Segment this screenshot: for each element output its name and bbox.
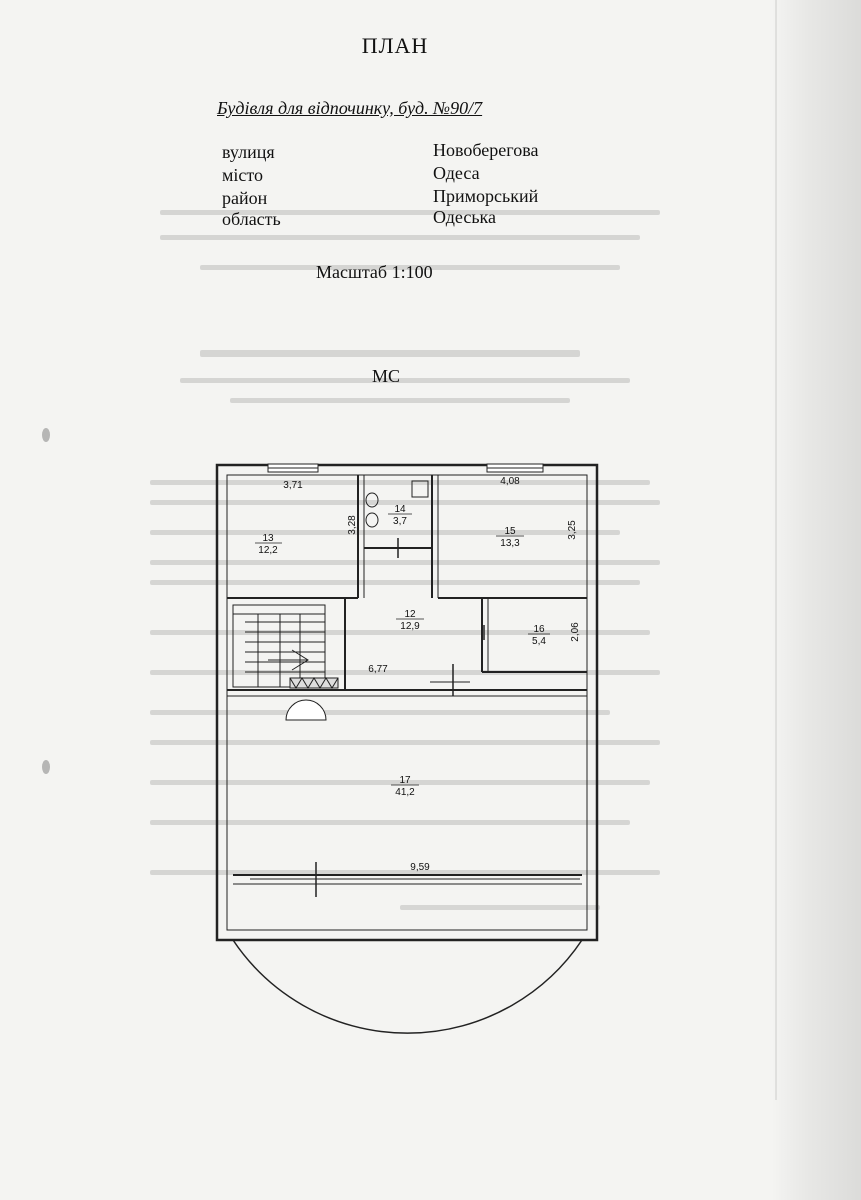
paper-edge: [775, 0, 777, 1100]
dimension-labels: 3,71 4,08 3,28 3,25 2,06 6,77 9,59: [283, 476, 581, 873]
room-17-number: 17: [399, 775, 411, 786]
dim-6-77: 6,77: [368, 664, 388, 675]
room-12-number: 12: [404, 609, 416, 620]
dim-4-08: 4,08: [500, 476, 520, 487]
plan-fixtures: [250, 463, 580, 897]
district-value: Приморський: [433, 186, 539, 206]
region-label: область: [222, 209, 281, 229]
document-title: ПЛАН: [361, 33, 429, 58]
floor-code: МС: [372, 366, 401, 386]
dim-9-59: 9,59: [410, 862, 430, 873]
room-17-area: 41,2: [395, 787, 415, 798]
room-13-number: 13: [262, 533, 274, 544]
room-16-area: 5,4: [532, 636, 546, 647]
punch-hole: [42, 760, 50, 774]
scale-label: Масштаб 1:100: [316, 262, 433, 282]
room-12-area: 12,9: [400, 621, 420, 632]
room-labels: 13 12,2 14 3,7 15 13,3 12 12,9 16 5,4 17…: [255, 504, 550, 798]
district-label: район: [222, 188, 268, 208]
building-subtitle: Будівля для відпочинку, буд. №90/7: [217, 98, 483, 118]
room-16-number: 16: [533, 624, 545, 635]
room-14-area: 3,7: [393, 516, 407, 527]
region-value: Одеська: [433, 207, 497, 227]
dim-3-71: 3,71: [283, 480, 303, 491]
room-15-number: 15: [504, 526, 516, 537]
dim-3-28: 3,28: [347, 515, 358, 535]
punch-hole: [42, 428, 50, 442]
dim-2-06: 2,06: [570, 622, 581, 642]
city-label: місто: [222, 165, 264, 185]
plan-walls: [215, 463, 599, 1034]
paper-shadow: [771, 0, 861, 1200]
stairs: [232, 604, 326, 688]
street-label: вулиця: [222, 142, 275, 162]
dim-3-25: 3,25: [567, 520, 578, 540]
room-15-area: 13,3: [500, 538, 520, 549]
room-13-area: 12,2: [258, 545, 278, 556]
room-14-number: 14: [394, 504, 406, 515]
city-value: Одеса: [433, 163, 480, 183]
street-value: Новоберегова: [433, 140, 539, 160]
